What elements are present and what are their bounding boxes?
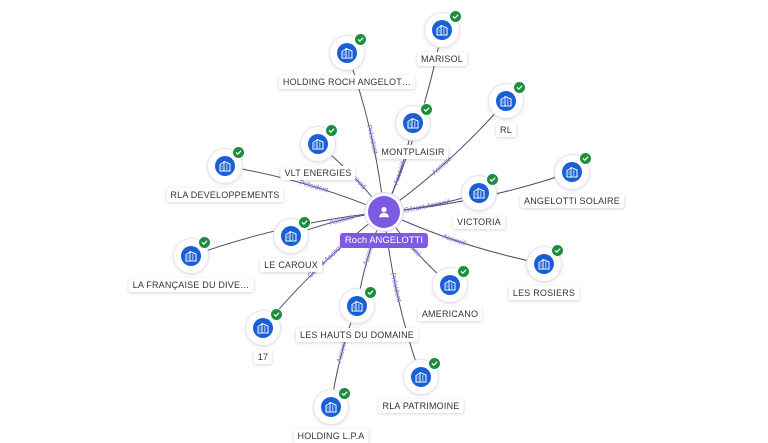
check-icon <box>232 146 245 159</box>
check-icon <box>364 286 377 299</box>
company-node-icon[interactable] <box>340 286 377 323</box>
check-icon <box>298 216 311 229</box>
company-node-label[interactable]: ANGELOTTI SOLAIRE <box>520 194 624 208</box>
building-icon <box>337 43 357 63</box>
check-icon <box>579 152 592 165</box>
edge-holding_roch <box>346 52 385 213</box>
person-node-label[interactable]: Roch ANGELOTTI <box>339 233 429 248</box>
company-node-icon[interactable] <box>274 216 311 253</box>
check-icon <box>325 124 338 137</box>
check-icon <box>486 173 499 186</box>
company-node-icon[interactable] <box>246 308 283 345</box>
check-icon <box>449 10 462 23</box>
company-node-label[interactable]: 17 <box>253 350 273 364</box>
company-node-icon[interactable] <box>527 244 564 281</box>
company-node-icon[interactable] <box>314 387 351 424</box>
company-node-label[interactable]: LES ROSIERS <box>508 286 580 300</box>
company-node-label[interactable]: HOLDING ROCH ANGELOT… <box>278 75 416 89</box>
building-icon <box>496 91 516 111</box>
check-icon <box>428 357 441 370</box>
building-icon <box>403 113 423 133</box>
check-icon <box>338 387 351 400</box>
edge-label-le_caroux: Associé <box>329 214 355 227</box>
building-icon <box>347 296 367 316</box>
building-icon <box>215 156 235 176</box>
building-icon <box>432 20 452 40</box>
check-icon <box>354 33 367 46</box>
edge-les_rosiers <box>383 211 545 265</box>
check-icon <box>270 308 283 321</box>
company-node-icon[interactable] <box>301 124 338 161</box>
company-node-label[interactable]: LE CAROUX <box>260 258 322 272</box>
company-node-label[interactable]: RLA PATRIMOINE <box>378 399 464 413</box>
edge-label-rla_dev: Président <box>299 179 329 194</box>
company-node-icon[interactable] <box>462 173 499 210</box>
edge-label-les_rosiers: Associé <box>442 233 468 247</box>
edge-rl <box>383 100 507 213</box>
check-icon <box>551 244 564 257</box>
building-icon <box>562 162 582 182</box>
company-node-icon[interactable] <box>433 265 470 302</box>
company-node-icon[interactable] <box>174 236 211 273</box>
building-icon <box>308 134 328 154</box>
building-icon <box>440 275 460 295</box>
person-icon[interactable] <box>368 196 400 228</box>
edge-rla_dev <box>224 165 385 213</box>
company-node-icon[interactable] <box>330 33 367 70</box>
company-node-label[interactable]: VLT ENERGIES <box>280 166 356 180</box>
company-node-label[interactable]: MARISOL <box>417 52 467 66</box>
check-icon <box>198 236 211 249</box>
company-node-label[interactable]: MONTPLAISIR <box>377 145 449 159</box>
company-node-icon[interactable] <box>396 103 433 140</box>
check-icon <box>420 103 433 116</box>
building-icon <box>411 367 431 387</box>
building-icon <box>534 254 554 274</box>
company-node-label[interactable]: RLA DEVELOPPEMENTS <box>166 188 284 202</box>
company-node-label[interactable]: RL <box>496 123 516 137</box>
check-icon <box>513 81 526 94</box>
check-icon <box>457 265 470 278</box>
company-node-label[interactable]: LES HAUTS DU DOMAINE <box>295 328 419 342</box>
company-node-icon[interactable] <box>555 152 592 189</box>
company-node-icon[interactable] <box>489 81 526 118</box>
building-icon <box>321 397 341 417</box>
company-node-icon[interactable] <box>425 10 462 47</box>
building-icon <box>281 226 301 246</box>
building-icon <box>469 183 489 203</box>
edge-label-rla_patrimoine: Président <box>389 272 402 302</box>
company-node-icon[interactable] <box>404 357 441 394</box>
building-icon <box>181 246 201 266</box>
edge-rla_patrimoine <box>383 211 422 378</box>
building-icon <box>253 318 273 338</box>
pointer-icon <box>379 226 389 232</box>
company-node-label[interactable]: HOLDING L.P.A <box>293 429 369 443</box>
company-node-icon[interactable] <box>208 146 245 183</box>
edge-label-victoria: Gérant Associé <box>403 199 451 215</box>
company-node-label[interactable]: LA FRANÇAISE DU DIVE… <box>128 278 254 292</box>
company-node-label[interactable]: VICTORIA <box>453 215 505 229</box>
company-node-label[interactable]: AMERICANO <box>417 307 483 321</box>
edge-label-montplaisir: Associé <box>393 160 407 186</box>
